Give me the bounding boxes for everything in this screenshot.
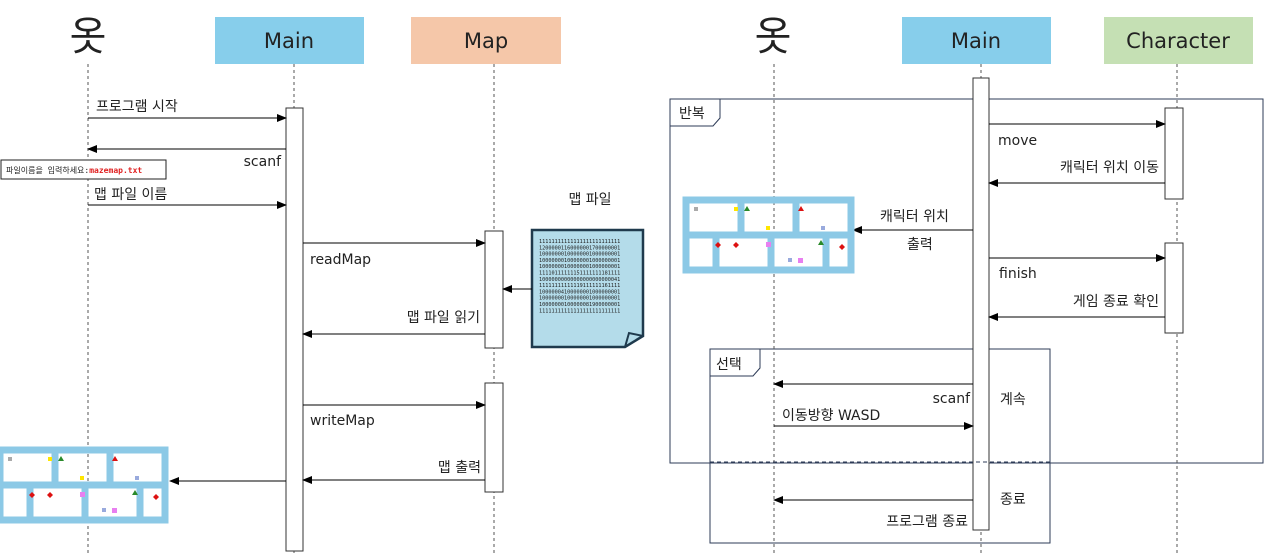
map-activation-write <box>484 382 504 493</box>
map-file-line: 11110111111151111111181111 <box>539 271 620 277</box>
read-map-file-label: 맵 파일 읽기 <box>407 310 480 326</box>
loop-frame-tag <box>669 98 721 127</box>
map-output-label: 맵 출력 <box>438 460 481 476</box>
alt-frame <box>709 348 1051 544</box>
map-participant <box>411 17 561 64</box>
filename-prompt-box <box>0 159 167 180</box>
map-file-line: 11111111111111111111111111 <box>539 239 620 245</box>
map-file-line: 11111111111111111111111111 <box>539 308 620 314</box>
left-actor: 옷 <box>70 14 107 60</box>
read-map-label: readMap <box>310 252 371 268</box>
map-file-line: 10000000100000001000000001 <box>539 252 620 258</box>
map-file-label: 맵 파일 <box>568 192 611 208</box>
map-file-dogear <box>624 331 644 348</box>
character-position-label: 캐릭터 위치 <box>880 209 949 225</box>
move-label: move <box>998 133 1037 149</box>
map-file-line: 11111111111119111111161111 <box>539 283 620 289</box>
right-maze-illustration <box>686 200 851 270</box>
left-main-activation <box>285 107 304 552</box>
character-participant <box>1104 17 1253 64</box>
character-activation-finish <box>1164 242 1184 334</box>
map-file-line: 10000000000000000000000041 <box>539 277 620 283</box>
left-main-participant <box>215 17 364 64</box>
map-file-line: 10000000100000001000000001 <box>539 258 620 264</box>
right-main-activation <box>972 77 990 531</box>
left-main-label: Main <box>264 29 314 53</box>
map-file-line: 10000000100000081900000001 <box>539 302 620 308</box>
finish-label: finish <box>999 266 1037 282</box>
direction-input-label: 이동방향 WASD <box>782 408 880 424</box>
write-map-label: writeMap <box>310 413 375 429</box>
map-file-document <box>530 228 645 349</box>
alt-guard-exit: 종료 <box>1000 492 1026 508</box>
program-start-label: 프로그램 시작 <box>96 99 178 115</box>
character-activation-move <box>1164 107 1184 200</box>
map-file-line: 10000000100000001000000001 <box>539 296 620 302</box>
alt-frame-label: 선택 <box>716 357 742 373</box>
loop-frame <box>669 98 1264 464</box>
character-move-label: 캐릭터 위치 이동 <box>1060 160 1159 176</box>
filename-prompt: 파일이름을 입력하세요:mazemap.txt <box>6 165 142 175</box>
filename-prompt-value: mazemap.txt <box>89 166 142 175</box>
map-file-line: 10000004100000001000000001 <box>539 289 620 295</box>
map-file-line: 12000001160000001700000001 <box>539 245 620 251</box>
output-label: 출력 <box>907 237 933 253</box>
alt-frame-tag <box>709 348 761 377</box>
filename-prompt-text: 파일이름을 입력하세요: <box>6 165 89 175</box>
map-file-line: 10000000100000001000000001 <box>539 264 620 270</box>
map-activation-read <box>484 230 504 349</box>
character-label: Character <box>1126 29 1230 53</box>
scanf-label-left: scanf <box>244 154 282 170</box>
loop-frame-label: 반복 <box>679 106 705 122</box>
left-maze-illustration <box>0 450 165 520</box>
right-main-participant <box>902 17 1051 64</box>
program-end-label: 프로그램 종료 <box>886 514 968 530</box>
map-file-name-label: 맵 파일 이름 <box>94 187 167 203</box>
scanf-label-right: scanf <box>933 391 971 407</box>
map-label: Map <box>464 29 508 53</box>
check-game-end-label: 게임 종료 확인 <box>1073 294 1159 310</box>
right-main-label: Main <box>951 29 1001 53</box>
right-actor: 옷 <box>755 14 792 60</box>
alt-guard-continue: 계속 <box>1000 392 1026 408</box>
